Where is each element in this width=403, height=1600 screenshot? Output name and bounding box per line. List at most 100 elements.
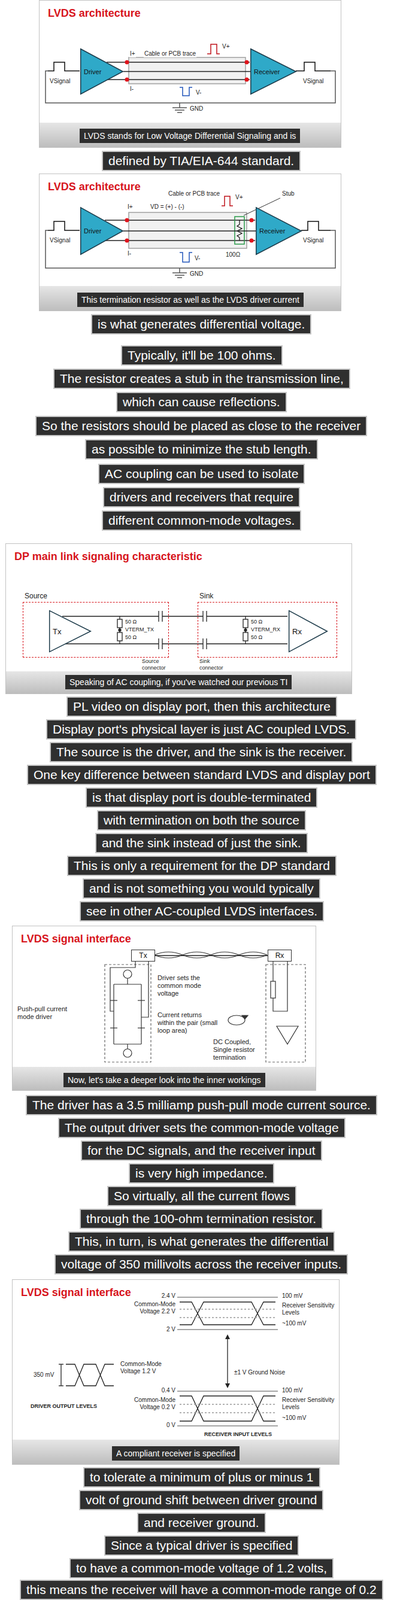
line-part	[177, 111, 183, 114]
diagram-label: V+	[221, 43, 231, 51]
diagram-label: VD = (+) - (-)	[149, 203, 186, 211]
polygon-part	[241, 1016, 248, 1020]
diagram-label: Receiver Sensitivity Levels	[281, 1303, 337, 1318]
circle-part	[123, 1049, 132, 1059]
subtitle-box: Typically, it'll be 100 ohms.	[120, 345, 283, 366]
rect-part	[38, 122, 342, 148]
slide-title: LVDS architecture	[47, 6, 141, 20]
signal-connector	[155, 955, 268, 957]
rect-part	[11, 926, 317, 1092]
diagram-label: ~100 mV	[281, 1415, 307, 1423]
line-part	[113, 984, 142, 986]
line-part	[179, 268, 181, 274]
rect-part	[11, 1067, 317, 1092]
subtitle-box: Display port's physical layer is just AC…	[46, 719, 357, 741]
line-part	[110, 1028, 118, 1029]
slide-grounds	[5, 0, 353, 1466]
subtitle-box: defined by TIA/EIA-644 standard.	[101, 150, 301, 172]
diagram-label: 2.4 V	[153, 1293, 177, 1301]
subtitle-box: The source is the driver, and the sink i…	[49, 742, 353, 763]
line-part	[58, 1364, 64, 1366]
subtitle-box: and is not something you would typically	[82, 879, 321, 900]
line-part	[110, 1000, 118, 1002]
subtitle-box: is very high impedance.	[128, 1164, 275, 1185]
rect-part	[11, 1440, 340, 1466]
path-part	[179, 1303, 276, 1326]
subtitle-box: see in other AC-coupled LVDS interfaces.	[79, 901, 324, 923]
line-part	[206, 643, 288, 645]
subtitle-text: this means the receiver will have a comm…	[26, 1583, 377, 1598]
subtitle-text: So the resistors should be placed as clo…	[41, 419, 361, 433]
diagram-label: 100 mV	[281, 1293, 303, 1301]
circle-part	[244, 77, 250, 83]
subtitle-box: and the sink instead of just the sink.	[95, 833, 308, 854]
subtitle-text: So virtually, all the current flows	[113, 1189, 290, 1204]
subtitle-box: voltage of 350 millivolts across the rec…	[54, 1255, 348, 1276]
subtitle-text: The output driver sets the common-mode v…	[64, 1121, 339, 1136]
subtitle-text: and receiver ground.	[143, 1516, 260, 1531]
subtitle-text: and is not something you would typically	[89, 882, 314, 896]
subtitle-box: drivers and receivers that require	[102, 487, 301, 508]
amplifier-label: Tx	[49, 627, 62, 637]
line-part	[174, 274, 185, 277]
subtitle-box: volt of ground shift between driver grou…	[79, 1491, 324, 1512]
subtitle-box: is that display port is double-terminate…	[85, 788, 318, 809]
subtitle-text: voltage of 350 millivolts across the rec…	[61, 1258, 342, 1272]
diagram-label: Driver sets the common mode voltage	[156, 974, 221, 999]
polyline-part	[273, 961, 288, 1012]
subtitle-box: This, in turn, is what generates the dif…	[68, 1232, 335, 1253]
line-part	[158, 611, 159, 623]
diagram-label: I+	[129, 50, 136, 58]
circle-part	[118, 629, 121, 632]
amplifier-label: Receiver	[255, 227, 286, 235]
polyline-part	[141, 961, 149, 1018]
slide-subtitle: A compliant receiver is specified	[111, 1447, 240, 1462]
diagram-label: Cable or PCB trace	[167, 190, 221, 198]
subtitle-text: different common-mode voltages.	[108, 513, 295, 528]
subtitle-text: to have a common-mode voltage of 1.2 vol…	[76, 1562, 327, 1577]
subtitle-text: drivers and receivers that require	[109, 490, 294, 505]
triangle-shape	[289, 611, 328, 653]
line-part	[137, 1000, 145, 1002]
subtitle-text: This is only a requirement for the DP st…	[73, 859, 330, 874]
line-part	[172, 272, 187, 274]
diagram-label: Push-pull current mode driver	[16, 1006, 78, 1022]
slide-title: DP main link signaling characteristic	[14, 550, 203, 564]
subtitle-text: is that display port is double-terminate…	[92, 791, 311, 805]
subtitle-text: This termination resistor as well as the…	[81, 295, 300, 305]
subtitle-text: which can cause reflections.	[122, 395, 281, 409]
subtitle-box: to have a common-mode voltage of 1.2 vol…	[69, 1559, 334, 1580]
signal-connector	[123, 71, 251, 73]
line-part	[177, 1297, 278, 1299]
subtitle-box: So virtually, all the current flows	[107, 1186, 297, 1208]
subtitle-text: see in other AC-coupled LVDS interfaces.	[86, 904, 318, 919]
amplifier-triangle: Driver	[80, 207, 124, 256]
line-part	[244, 641, 246, 645]
line-part	[177, 277, 183, 279]
subtitle-text: Display port's physical layer is just AC…	[52, 722, 350, 737]
diagram-label: Receiver Sensitivity Levels	[281, 1397, 337, 1412]
path-part	[179, 1397, 276, 1423]
subtitle-text: and the sink instead of just the sink.	[101, 836, 302, 851]
diagram-label: Cable or PCB trace	[143, 50, 197, 58]
subtitle-text: defined by TIA/EIA-644 standard.	[108, 153, 295, 168]
slide-subtitle: This termination resistor as well as the…	[77, 292, 304, 308]
subtitle-text: Since a typical driver is specified	[110, 1539, 293, 1554]
line-part	[58, 1386, 64, 1387]
slide-subtitle: Now, let's take a deeper look into the i…	[63, 1073, 266, 1089]
rect-part	[38, 0, 342, 148]
line-part	[119, 616, 120, 620]
slide-title: LVDS signal interface	[20, 1286, 132, 1301]
line-part	[161, 611, 163, 623]
circle-part	[123, 970, 132, 980]
polyline-part	[47, 221, 80, 231]
amplifier-label: Driver	[80, 68, 102, 76]
diagram-label: Source connector	[141, 658, 173, 672]
diagram-label: Common-Mode Voltage 2.2 V	[126, 1301, 177, 1317]
subtitle-box: for the DC signals, and the receiver inp…	[80, 1141, 323, 1162]
slide-panel: LVDS architectureDriverReceiverLVDS stan…	[38, 0, 342, 148]
subtitle-box: The output driver sets the common-mode v…	[58, 1118, 346, 1139]
rect-part	[5, 543, 353, 695]
polygon-part	[276, 1026, 299, 1045]
line-part	[226, 1338, 228, 1386]
